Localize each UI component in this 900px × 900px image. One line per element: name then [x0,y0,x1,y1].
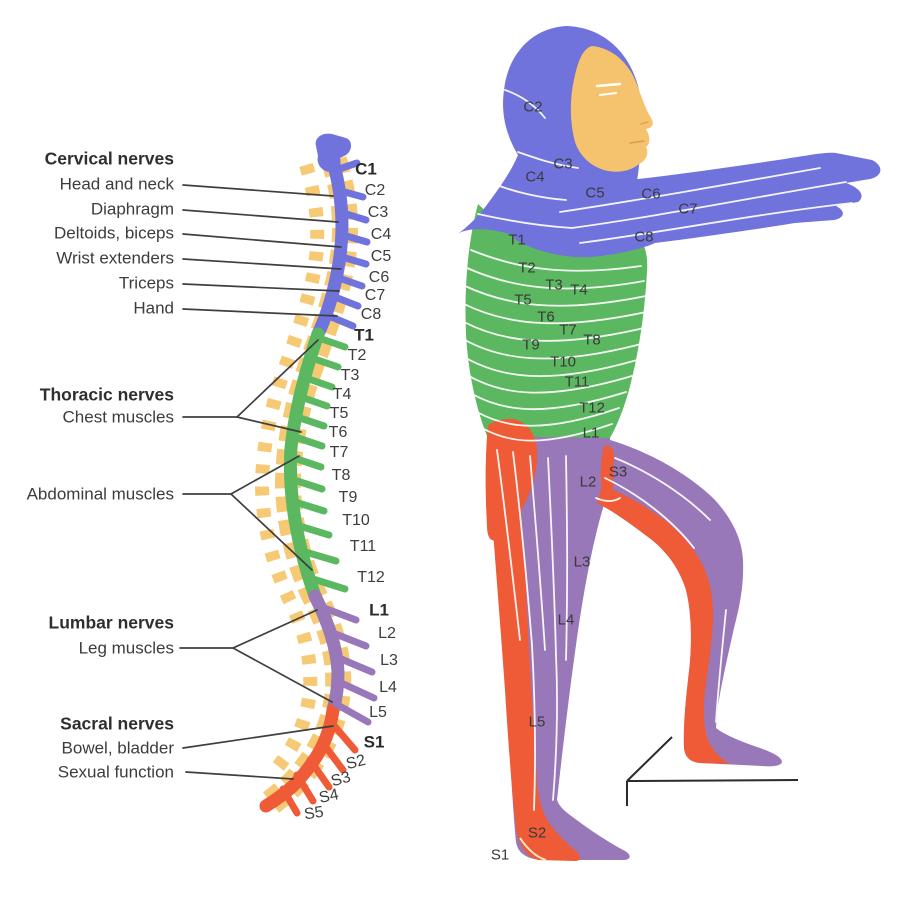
eye-line [599,92,617,96]
function-label-leg-muscles: Leg muscles [78,638,174,658]
dermatome-label-s2: S2 [527,824,547,842]
dermatome-label-c5: C5 [585,184,605,202]
spine-level-label-t8: T8 [331,467,351,484]
spine-level-label-l2: L2 [378,625,396,642]
dermatome-label-s3: S3 [608,463,628,481]
thoracic-nerve-branches [287,333,349,593]
sacral-cord-segment [259,703,340,813]
spine-level-label-t10: T10 [342,512,370,529]
eyebrow-line [595,82,622,88]
bent-leg-sacral-overlays [597,445,730,764]
sacral-nerve-branches [279,718,359,817]
cervical-nerve-branches [325,159,371,330]
leader-lines [179,184,342,780]
lumbar-nerve-branches [315,602,378,726]
dermatome-label-t8: T8 [583,331,601,349]
spine-level-label-t5: T5 [329,405,349,422]
face-skin [570,46,653,172]
function-label-deltoids-biceps: Deltoids, biceps [53,223,174,243]
dermatome-label-t11: T11 [564,373,590,391]
arm-region-cervical [508,152,881,258]
function-label-triceps: Triceps [118,273,174,293]
dermatome-label-c3: C3 [553,155,573,173]
dermatome-label-l3: L3 [573,553,591,571]
vertebral-processes-column [254,162,325,781]
dermatome-label-c7: C7 [678,200,698,218]
spine-level-label-t12: T12 [357,569,385,586]
spine-level-label-c7: C7 [364,287,386,304]
function-label-diaphragm: Diaphragm [90,199,174,219]
bent-leg-sacral-stripe [597,486,730,764]
spine-level-label-t6: T6 [328,424,348,441]
spine-level-label-c5: C5 [370,248,392,265]
dermatome-label-t5: T5 [514,291,532,309]
dermatome-label-t12: T12 [579,399,605,417]
function-label-bowel-bladder: Bowel, bladder [61,738,174,758]
spine-level-label-s5: S5 [303,803,325,824]
dermatome-label-t4: T4 [570,281,588,299]
spine-level-label-l5: L5 [369,704,387,721]
dermatome-label-t7: T7 [559,321,577,339]
nostril-line [640,121,649,125]
function-label-sexual-function: Sexual function [57,762,174,782]
dermatome-label-t6: T6 [537,308,555,326]
function-label-abdominal-muscles: Abdominal muscles [26,484,174,504]
dermatome-label-t2: T2 [518,259,536,277]
dermatome-label-c2: C2 [523,98,543,116]
spine-level-label-t7: T7 [329,444,349,461]
dermatome-label-c4: C4 [525,168,545,186]
s3-sacral-sliver [600,445,614,502]
spine-level-label-c6: C6 [368,269,390,286]
nerve-group-heading-sacral-nerves: Sacral nerves [60,713,174,734]
function-label-hand: Hand [133,298,174,318]
mouth-line [629,140,645,144]
spine-level-label-t1: T1 [354,325,374,345]
spine-level-label-c2: C2 [364,182,386,199]
dermatome-label-t3: T3 [545,276,563,294]
nerve-group-heading-cervical-nerves: Cervical nerves [44,148,174,169]
function-label-wrist-extenders: Wrist extenders [56,248,174,268]
heel-s1-s2-boundary-line [519,837,547,861]
spine-level-label-c8: C8 [360,306,382,323]
step-lines [626,736,799,806]
spine-level-label-t2: T2 [347,347,367,364]
spine-level-label-t9: T9 [338,489,358,506]
torso-region-thoracic [465,204,648,458]
spine-level-label-c3: C3 [367,204,389,221]
dermatome-boundary-lines [463,89,853,811]
nerve-group-heading-lumbar-nerves: Lumbar nerves [48,612,174,633]
face-features [595,82,649,144]
function-label-chest-muscles: Chest muscles [62,407,174,427]
spine-level-label-l4: L4 [379,679,397,696]
dermatome-label-s1: S1 [490,846,510,864]
spine-level-label-t3: T3 [340,367,360,384]
spine-illustration [179,133,378,817]
dermatome-label-l4: L4 [557,611,575,629]
spine-level-label-t11: T11 [349,538,377,555]
spine-level-label-s1: S1 [363,732,385,752]
spine-level-label-c1: C1 [355,159,377,179]
lumbar-cord-segment [308,589,345,717]
dermatome-label-t1: T1 [508,231,526,249]
spine-level-label-l3: L3 [380,652,398,669]
dermatome-label-l5: L5 [528,713,546,731]
dermatome-label-l1: L1 [582,424,600,442]
dermatome-label-c6: C6 [641,185,661,203]
spine-level-label-c4: C4 [370,226,392,243]
function-label-head-and-neck: Head and neck [59,174,174,194]
spine-level-label-t4: T4 [332,386,352,403]
dermatome-label-l2: L2 [579,473,597,491]
dermatome-label-c8: C8 [634,228,654,246]
nerve-group-heading-thoracic-nerves: Thoracic nerves [39,384,174,405]
dermatome-label-t10: T10 [550,353,576,371]
dermatome-label-t9: T9 [522,336,540,354]
spine-level-label-l1: L1 [369,600,389,620]
body-figure [458,26,881,861]
